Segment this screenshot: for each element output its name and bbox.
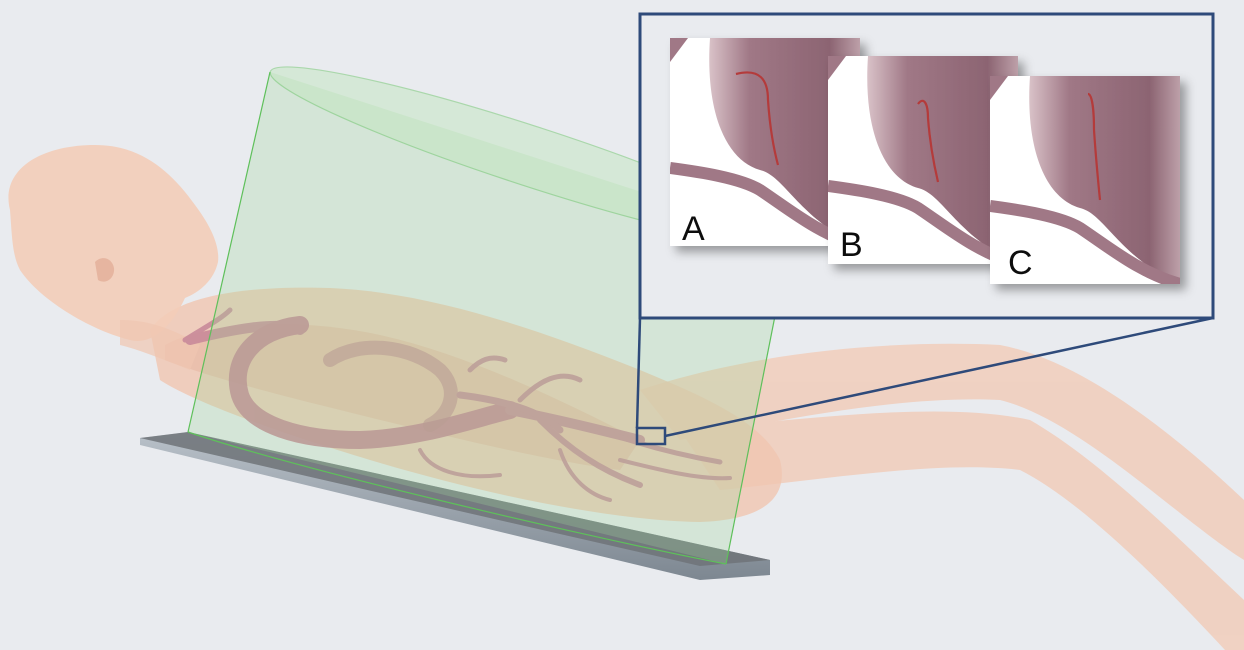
panel-b-label: B	[840, 226, 863, 264]
patient-head	[8, 145, 219, 370]
panel-a-label: A	[682, 210, 705, 248]
panel-c-label: C	[1008, 244, 1033, 282]
panel-b: B	[828, 56, 1018, 264]
panel-c: C	[990, 76, 1180, 284]
vascular-tree	[182, 307, 732, 502]
patient-legs	[640, 343, 1244, 650]
patient-table	[140, 432, 770, 580]
patient-torso	[150, 287, 782, 522]
zoom-marker	[635, 316, 1214, 446]
